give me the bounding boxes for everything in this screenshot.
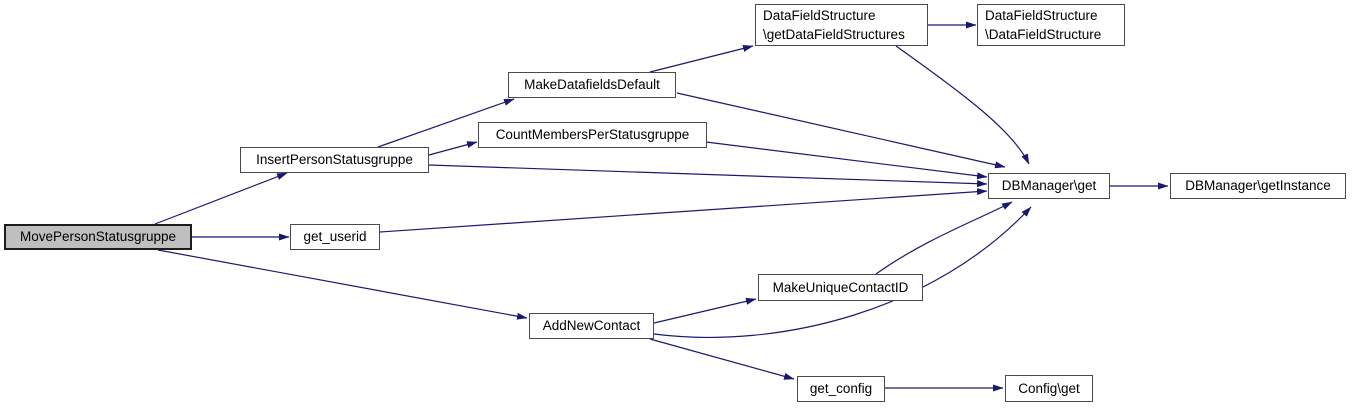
node-make-datafields-default[interactable]: MakeDatafieldsDefault [508, 72, 676, 98]
edge-get-userid-to-dbmanager-get [379, 188, 988, 233]
node-config-get[interactable]: Config\get [1005, 375, 1093, 402]
node-label: MakeDatafieldsDefault [524, 77, 660, 92]
node-label-line2: \DataFieldStructure [985, 27, 1102, 42]
edge-add-new-contact-to-dbmanager-get [653, 206, 1032, 339]
node-label-line1: DataFieldStructure [985, 8, 1098, 23]
edge-insert-to-count-members [428, 141, 478, 156]
node-label: get_userid [303, 229, 367, 244]
node-dbmanager-getinstance[interactable]: DBManager\getInstance [1170, 173, 1346, 199]
edge-make-datafields-default-to-getdatafieldstructures [649, 45, 754, 73]
node-label-line2: \getDataFieldStructures [763, 27, 905, 42]
node-label: MakeUniqueContactID [772, 279, 909, 295]
edge-move-to-insert [154, 172, 288, 225]
node-label: Config\get [1018, 380, 1080, 396]
edge-make-unique-contact-id-to-dbmanager-get [875, 201, 1013, 275]
node-get-config[interactable]: get_config [797, 376, 885, 402]
node-move-person-statusgruppe: MovePersonStatusgruppe [4, 224, 192, 250]
edge-count-members-to-dbmanager-get [705, 141, 988, 180]
node-add-new-contact[interactable]: AddNewContact [529, 313, 654, 339]
node-datafieldstructure-datafieldstructure[interactable]: DataFieldStructure \DataFieldStructure [977, 4, 1125, 46]
node-label: MovePersonStatusgruppe [19, 229, 177, 244]
node-make-unique-contact-id[interactable]: MakeUniqueContactID [758, 274, 923, 301]
node-insert-person-statusgruppe[interactable]: InsertPersonStatusgruppe [240, 147, 429, 173]
node-label: InsertPersonStatusgruppe [256, 152, 413, 167]
edge-add-new-contact-to-get-config [649, 338, 795, 380]
node-label: CountMembersPerStatusgruppe [495, 127, 690, 142]
node-dbmanager-get[interactable]: DBManager\get [988, 173, 1110, 199]
edge-getdatafieldstructures-to-dbmanager-get [895, 45, 1030, 165]
node-label: DBManager\getInstance [1185, 178, 1331, 193]
node-datafieldstructure-getdatafieldstructures[interactable]: DataFieldStructure \getDataFieldStructur… [755, 4, 928, 46]
edge-add-new-contact-to-make-unique-contact-id [653, 297, 757, 324]
node-count-members-per-statusgruppe[interactable]: CountMembersPerStatusgruppe [478, 122, 707, 148]
node-get-userid[interactable]: get_userid [290, 224, 380, 250]
edge-insert-to-make-datafields-default [377, 98, 515, 148]
node-label: AddNewContact [542, 318, 641, 333]
node-label-line1: DataFieldStructure [763, 8, 876, 23]
edge-insert-to-dbmanager-get [428, 164, 988, 188]
node-label: DBManager\get [1001, 178, 1097, 193]
node-label: get_config [809, 381, 873, 396]
edge-make-datafields-default-to-dbmanager-get [676, 92, 1006, 169]
edge-move-to-add-new-contact [157, 249, 528, 320]
